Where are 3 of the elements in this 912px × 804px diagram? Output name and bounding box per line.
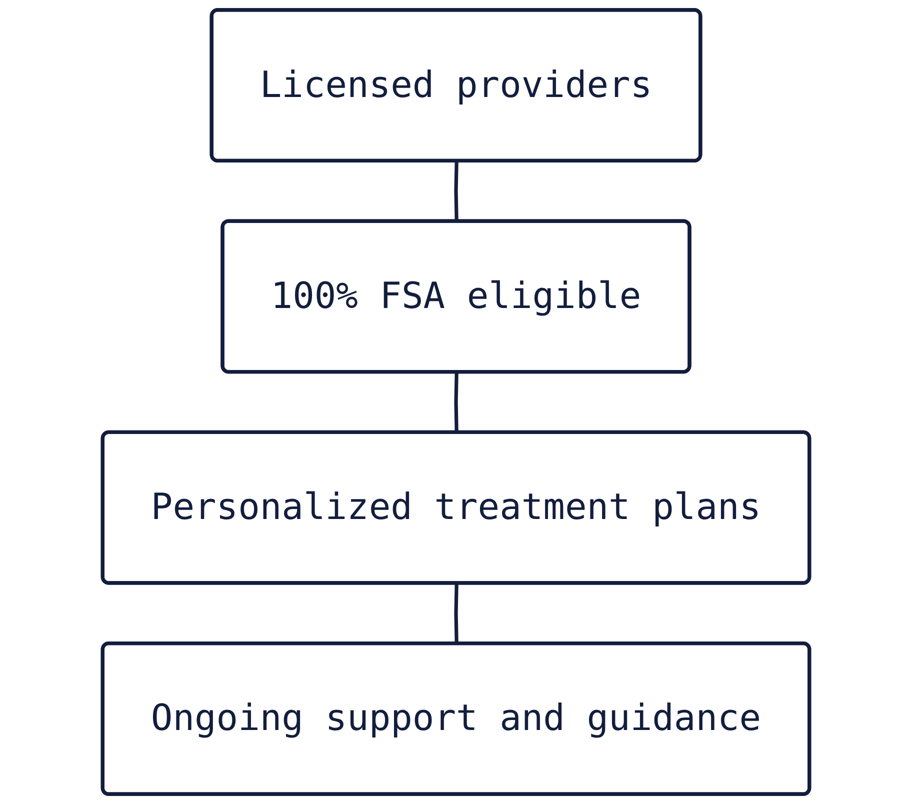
connector [454, 372, 458, 433]
connector [454, 161, 458, 222]
connector [454, 584, 458, 644]
